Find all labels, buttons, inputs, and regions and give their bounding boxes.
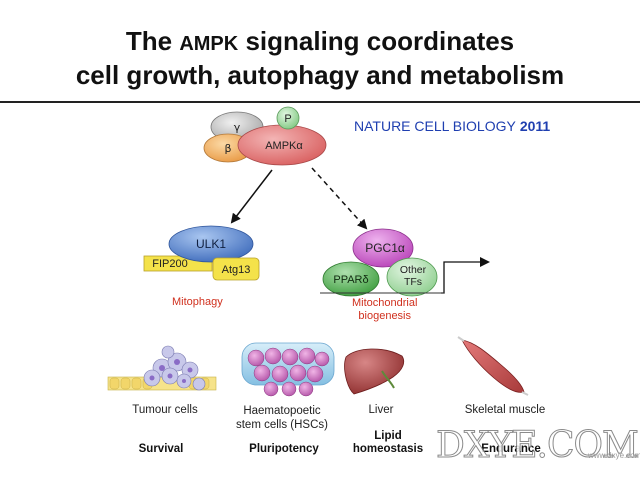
watermark-url: www.dxye.com [588,451,640,460]
phospho-label: P [284,113,291,125]
arrow-to-ulk1 [230,169,273,224]
pgc1a-oval [352,228,414,268]
fip200-label: FIP200 [152,258,187,270]
watermark-logo: DXYE.COM [436,425,640,467]
hsc-image [241,342,335,397]
journal-year: 2011 [519,118,551,134]
endurance-label: Endurance [481,443,541,455]
ulk1-label: ULK1 [196,237,226,251]
transcription-arrow [441,257,490,294]
mito-biogenesis-line1: Mitochondrial [352,297,418,309]
title-rest: signaling coordinates [245,26,515,56]
survival-label: Survival [138,443,184,455]
liver-name: Liver [368,404,394,416]
mitochondrial-biogenesis-label: Mitochondrial biogenesis [352,297,417,323]
tumour-cells-image [107,345,217,391]
ulk1-complex: ULK1 FIP200 Atg13 [143,225,260,281]
ulk1-oval [168,225,254,263]
other-tfs-label-2: TFs [404,276,422,288]
atg13-label: Atg13 [222,264,251,276]
hsc-name-line2: stem cells (HSCs) [235,419,328,431]
beta-label: β [224,142,231,155]
lipid-line1: Lipid [374,430,402,442]
pgc1a-label: PGC1α [365,241,405,255]
ampk-complex: γ β AMPKα P [203,106,327,166]
atg13-box [212,257,260,281]
title-divider [0,101,640,103]
liver-image [344,348,405,395]
slide-title-line1: The AMPK signaling coordinates [0,26,640,57]
ppard-label: PPARδ [333,274,368,286]
hsc-name: Haematopoetic stem cells (HSCs) [226,404,338,432]
slide-title-line2: cell growth, autophagy and metabolism [75,60,565,90]
phospho-group [276,106,300,130]
other-tfs-oval [386,257,438,297]
skeletal-muscle-image [457,336,529,396]
dashed-arrow-to-pgc1a [311,167,368,230]
lipid-homeostasis-label: Lipid homeostasis [342,430,434,456]
lipid-line2: homeostasis [352,443,424,455]
pgc1a-complex: PGC1α PPARδ Other TFs [320,228,490,297]
hsc-name-line1: Haematopoetic [243,405,321,417]
title-word-ampk: AMPK [179,33,239,55]
other-tfs-label-1: Other [400,264,427,276]
mitophagy-label: Mitophagy [172,296,223,308]
journal-name: NATURE CELL BIOLOGY [354,118,516,134]
alpha-label: AMPKα [265,140,303,152]
pluripotency-label: Pluripotency [249,443,319,455]
ppard-oval [322,261,380,297]
tumour-cells-name: Tumour cells [132,404,198,416]
skeletal-muscle-name: Skeletal muscle [464,404,546,416]
gamma-label: γ [234,121,241,134]
title-word-the: The [125,26,173,56]
mito-biogenesis-line2: biogenesis [358,310,411,322]
